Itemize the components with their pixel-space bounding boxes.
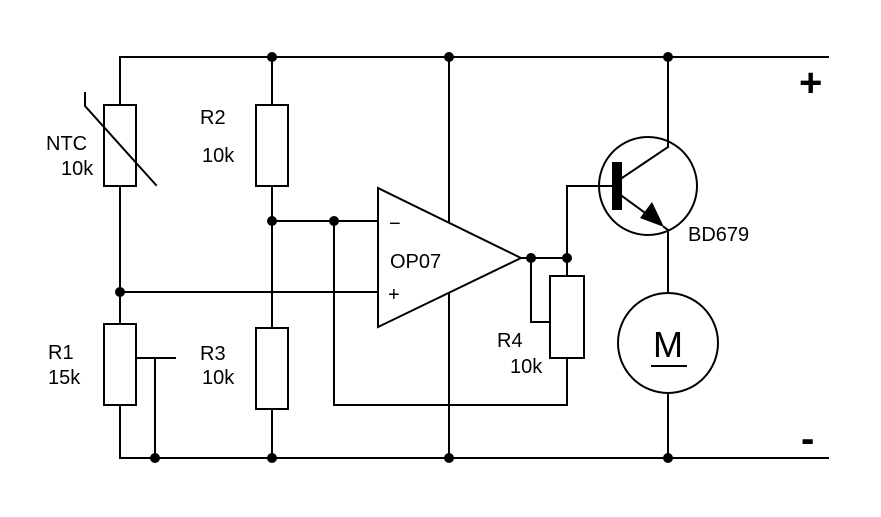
base-wire — [566, 185, 615, 259]
motor — [617, 292, 719, 459]
junction-dots — [115, 52, 673, 463]
positive-rail-label: + — [799, 61, 822, 105]
opamp-inverting-sign: − — [389, 213, 401, 235]
r2-value: 10k — [202, 145, 235, 167]
r4-potentiometer — [549, 257, 585, 359]
r1-name: R1 — [48, 342, 74, 364]
r1-value: 15k — [48, 367, 81, 389]
r3-value: 10k — [202, 367, 235, 389]
ntc-value: 10k — [61, 158, 94, 180]
r3-name: R3 — [200, 343, 226, 365]
negative-rail-label: - — [801, 417, 814, 461]
opamp-noninverting-sign: + — [388, 284, 400, 306]
r4-name: R4 — [497, 330, 523, 352]
bd679-transistor — [598, 56, 698, 294]
r4-wiper-wire — [530, 257, 550, 323]
opamp-name: OP07 — [390, 251, 441, 273]
ntc-name: NTC — [46, 133, 87, 155]
r2-resistor — [255, 56, 289, 329]
r3-resistor — [255, 327, 289, 459]
feedback-wire — [333, 220, 568, 406]
motor-letter: M — [653, 324, 683, 365]
r1-potentiometer — [103, 291, 176, 459]
r2-name: R2 — [200, 107, 226, 129]
r4-value: 10k — [510, 356, 543, 378]
op07-opamp — [377, 186, 524, 329]
ntc-thermistor — [84, 56, 158, 293]
transistor-name: BD679 — [688, 224, 749, 246]
